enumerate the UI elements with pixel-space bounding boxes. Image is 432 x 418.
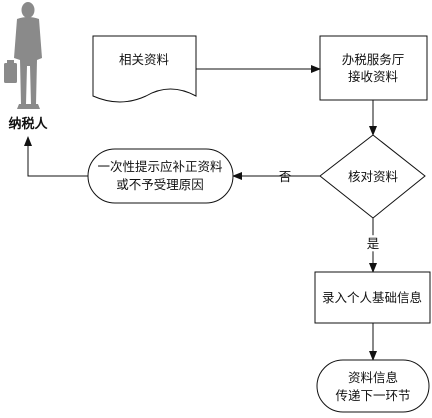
actor-label: 纳税人 — [8, 116, 48, 132]
record-node-label: 录入个人基础信息 — [322, 290, 422, 305]
notify-node: 一次性提示应补正资料 或不予受理原因 — [87, 148, 234, 204]
record-node: 录入个人基础信息 — [314, 271, 431, 324]
notify-node-line2: 或不予受理原因 — [116, 177, 204, 192]
edge-no-label: 否 — [279, 169, 292, 184]
transfer-node-line1: 资料信息 — [348, 370, 398, 385]
notify-node-line1: 一次性提示应补正资料 — [97, 159, 223, 174]
receive-node-line2: 接收资料 — [348, 69, 399, 84]
check-node: 核对资料 — [319, 134, 426, 219]
businessman-icon — [4, 2, 42, 109]
documents-node-label: 相关资料 — [119, 52, 170, 67]
transfer-node: 资料信息 传递下一环节 — [316, 359, 430, 413]
receive-node-line1: 办税服务厅 — [342, 52, 405, 67]
edge-yes-label: 是 — [367, 236, 380, 251]
edge-notify-to-actor — [24, 136, 88, 177]
check-node-label: 核对资料 — [348, 169, 399, 184]
transfer-node-line2: 传递下一环节 — [335, 388, 410, 403]
receive-node: 办税服务厅 接收资料 — [319, 35, 428, 101]
documents-node: 相关资料 — [92, 35, 197, 103]
